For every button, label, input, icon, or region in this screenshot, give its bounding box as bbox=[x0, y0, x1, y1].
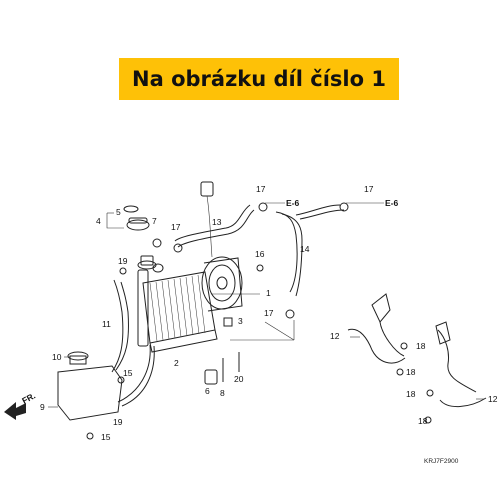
leader-lines bbox=[48, 202, 484, 408]
label-part-18d: 18 bbox=[418, 416, 428, 426]
label-part-3: 3 bbox=[238, 316, 243, 326]
label-part-11: 11 bbox=[102, 319, 111, 329]
hoses bbox=[174, 204, 345, 297]
label-part-4: 4 bbox=[96, 216, 101, 226]
label-part-18c: 18 bbox=[406, 389, 416, 399]
wire-harness bbox=[347, 293, 487, 407]
label-part-13: 13 bbox=[212, 217, 222, 227]
label-part-19b: 19 bbox=[113, 417, 123, 427]
label-part-19a: 19 bbox=[118, 256, 128, 266]
label-part-17c: 17 bbox=[264, 308, 274, 318]
label-part-14: 14 bbox=[300, 244, 310, 254]
banner-text: Na obrázku díl číslo 1 bbox=[132, 67, 386, 91]
radiator bbox=[137, 255, 218, 353]
label-part-20: 20 bbox=[234, 374, 244, 384]
label-part-10: 10 bbox=[52, 352, 62, 362]
ref-e6-left: E-6 bbox=[286, 198, 300, 208]
label-part-1: 1 bbox=[266, 288, 271, 298]
ref-e6-right: E-6 bbox=[385, 198, 399, 208]
label-part-2: 2 bbox=[174, 358, 179, 368]
front-direction-arrow: FR. bbox=[4, 391, 37, 420]
label-part-18b: 18 bbox=[406, 367, 416, 377]
label-part-7: 7 bbox=[152, 216, 157, 226]
radiator-cap bbox=[123, 205, 150, 231]
label-part-17b: 17 bbox=[171, 222, 181, 232]
label-part-15a: 15 bbox=[123, 368, 133, 378]
fr-label: FR. bbox=[20, 391, 37, 406]
label-part-8: 8 bbox=[220, 388, 225, 398]
reservoir-tank bbox=[57, 279, 155, 421]
diagram-code: KRJ7F2900 bbox=[424, 458, 459, 465]
fan-motor bbox=[200, 181, 243, 312]
fasteners bbox=[86, 202, 434, 440]
label-part-18a: 18 bbox=[416, 341, 426, 351]
label-part-17d: 17 bbox=[364, 184, 374, 194]
label-part-15b: 15 bbox=[101, 432, 111, 442]
label-part-12a: 12 bbox=[330, 331, 340, 341]
label-part-5: 5 bbox=[116, 207, 121, 217]
label-part-17a: 17 bbox=[256, 184, 266, 194]
part-number-banner: Na obrázku díl číslo 1 bbox=[119, 58, 399, 100]
label-part-6: 6 bbox=[205, 386, 210, 396]
label-part-9: 9 bbox=[40, 402, 45, 412]
label-part-12b: 12 bbox=[488, 394, 498, 404]
label-part-16: 16 bbox=[255, 249, 265, 259]
